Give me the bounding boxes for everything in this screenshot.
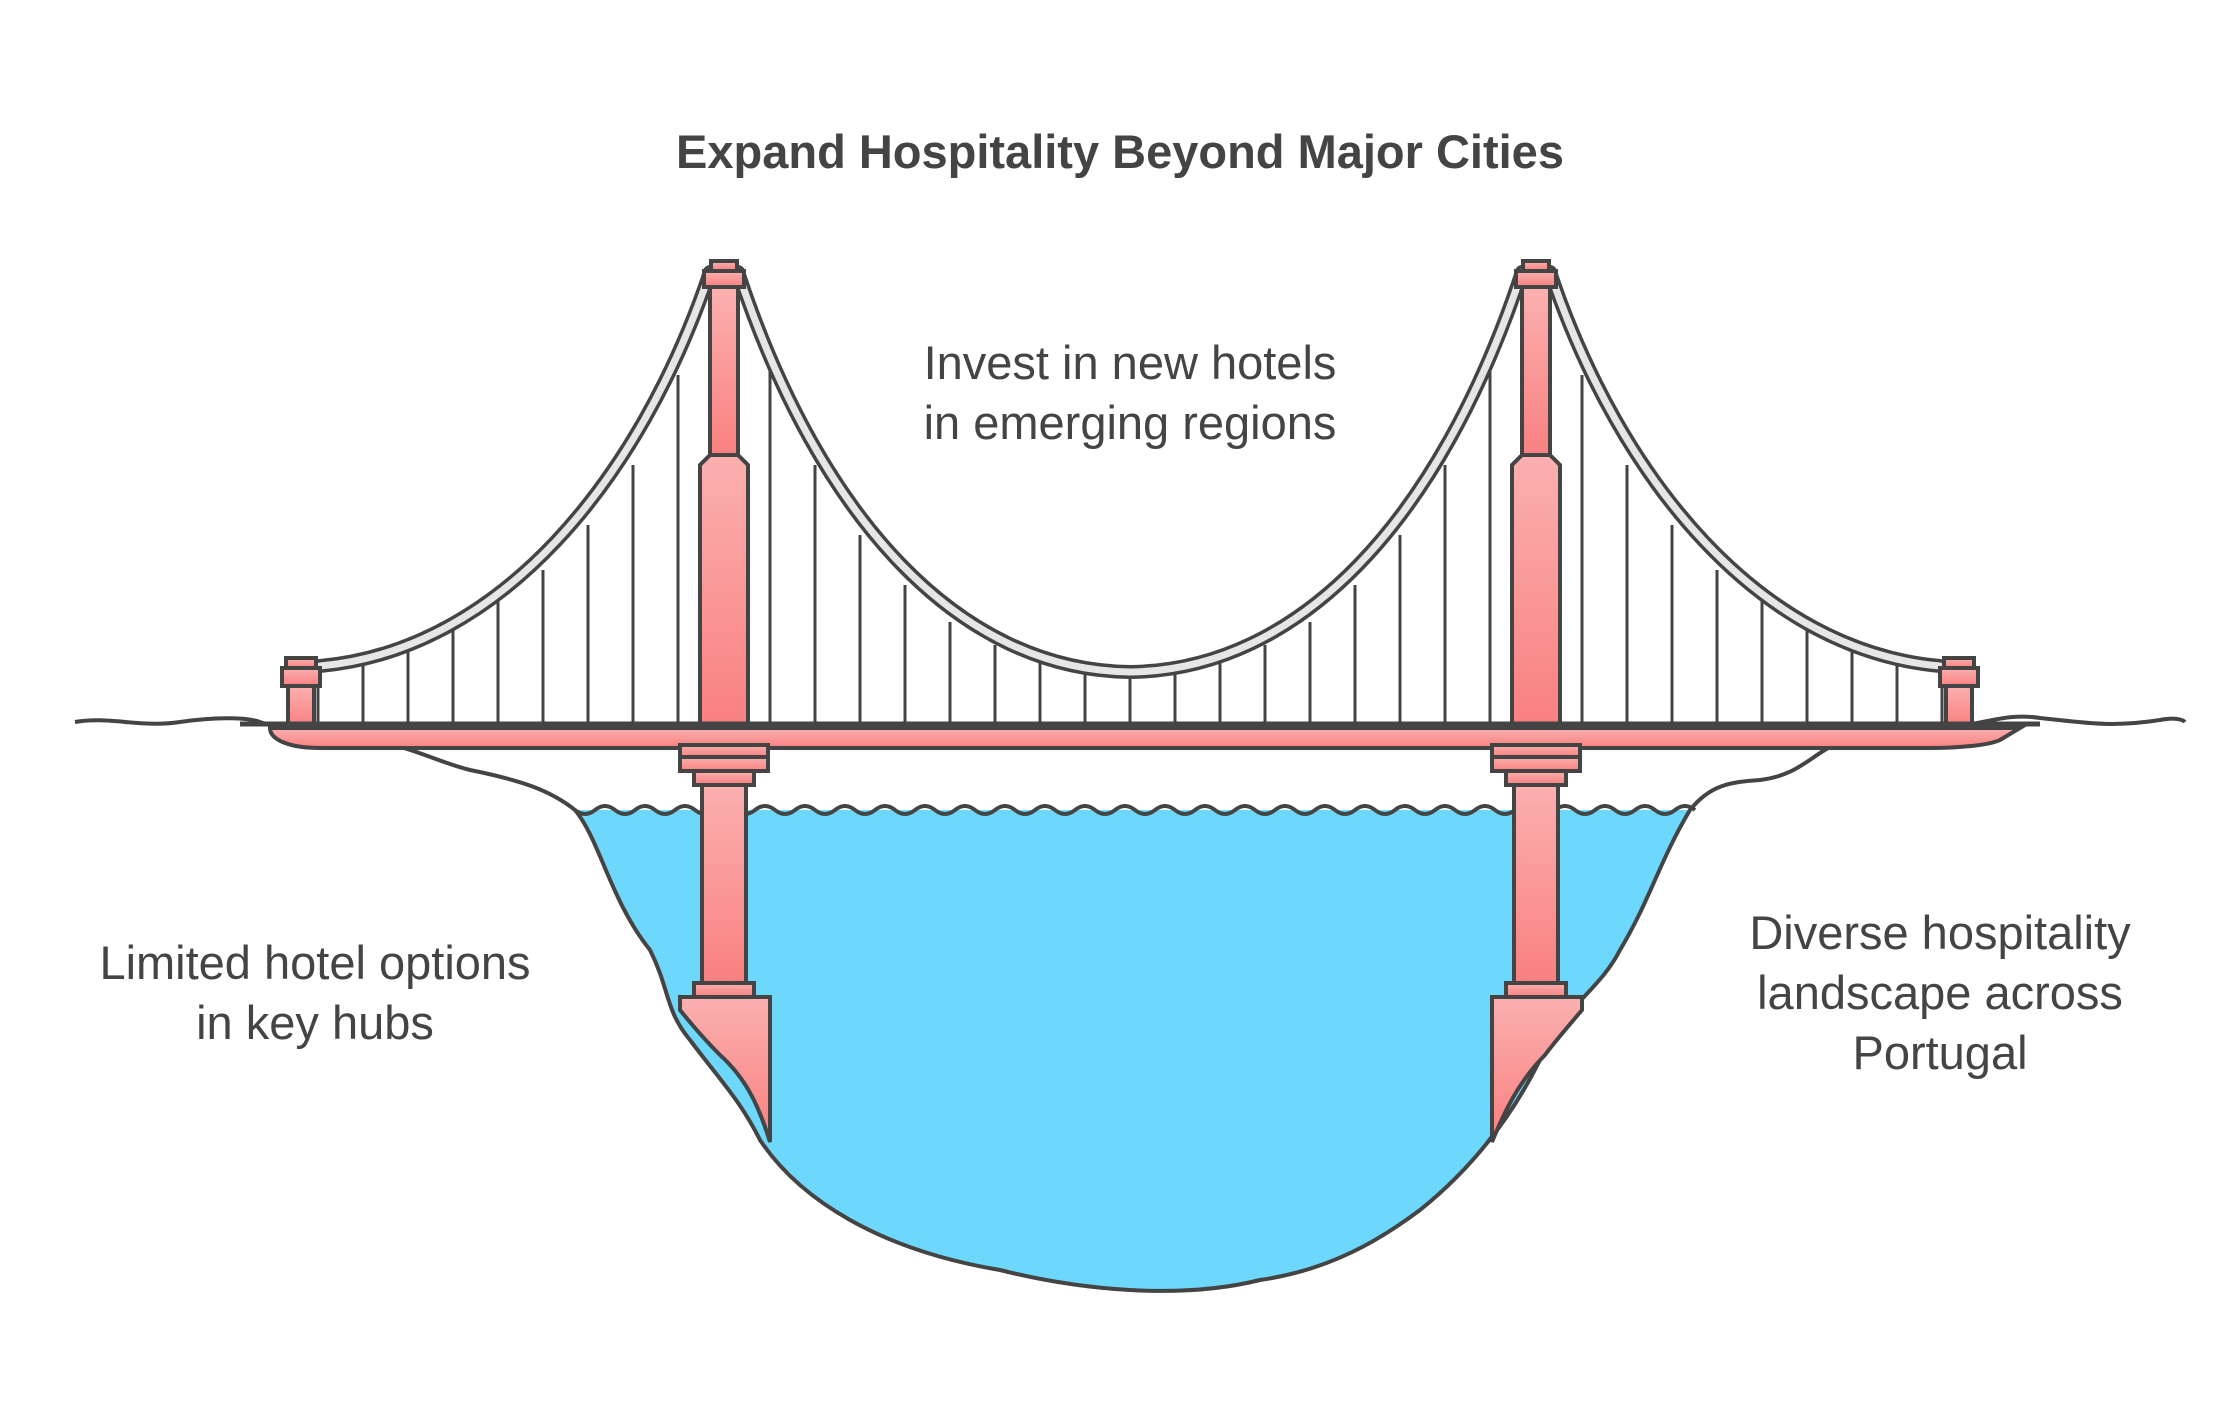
diagram-title: Expand Hospitality Beyond Major Cities xyxy=(676,125,1564,178)
right-anchor-pillar xyxy=(1938,656,1980,728)
right-label: Diverse hospitality landscape across Por… xyxy=(1680,903,2200,1083)
right-tower xyxy=(1490,259,1584,1143)
suspender-cables xyxy=(316,365,1944,725)
left-label: Limited hotel options in key hubs xyxy=(40,933,590,1053)
top-label-line-2: in emerging regions xyxy=(923,396,1337,449)
top-label-line-1: Invest in new hotels xyxy=(923,336,1337,389)
water-surface xyxy=(573,804,1697,816)
top-label: Invest in new hotels in emerging regions xyxy=(860,333,1400,453)
main-cables xyxy=(313,265,1947,680)
bridge-deck xyxy=(240,721,2040,759)
left-label-line-2: in key hubs xyxy=(196,996,434,1049)
left-label-line-1: Limited hotel options xyxy=(99,936,531,989)
right-label-line-3: Portugal xyxy=(1852,1026,2028,1079)
left-anchor-pillar xyxy=(280,656,322,728)
left-tower xyxy=(678,259,772,1143)
water-basin xyxy=(575,810,1690,1291)
right-label-line-2: landscape across xyxy=(1757,966,2123,1019)
right-label-line-1: Diverse hospitality xyxy=(1749,906,2131,959)
